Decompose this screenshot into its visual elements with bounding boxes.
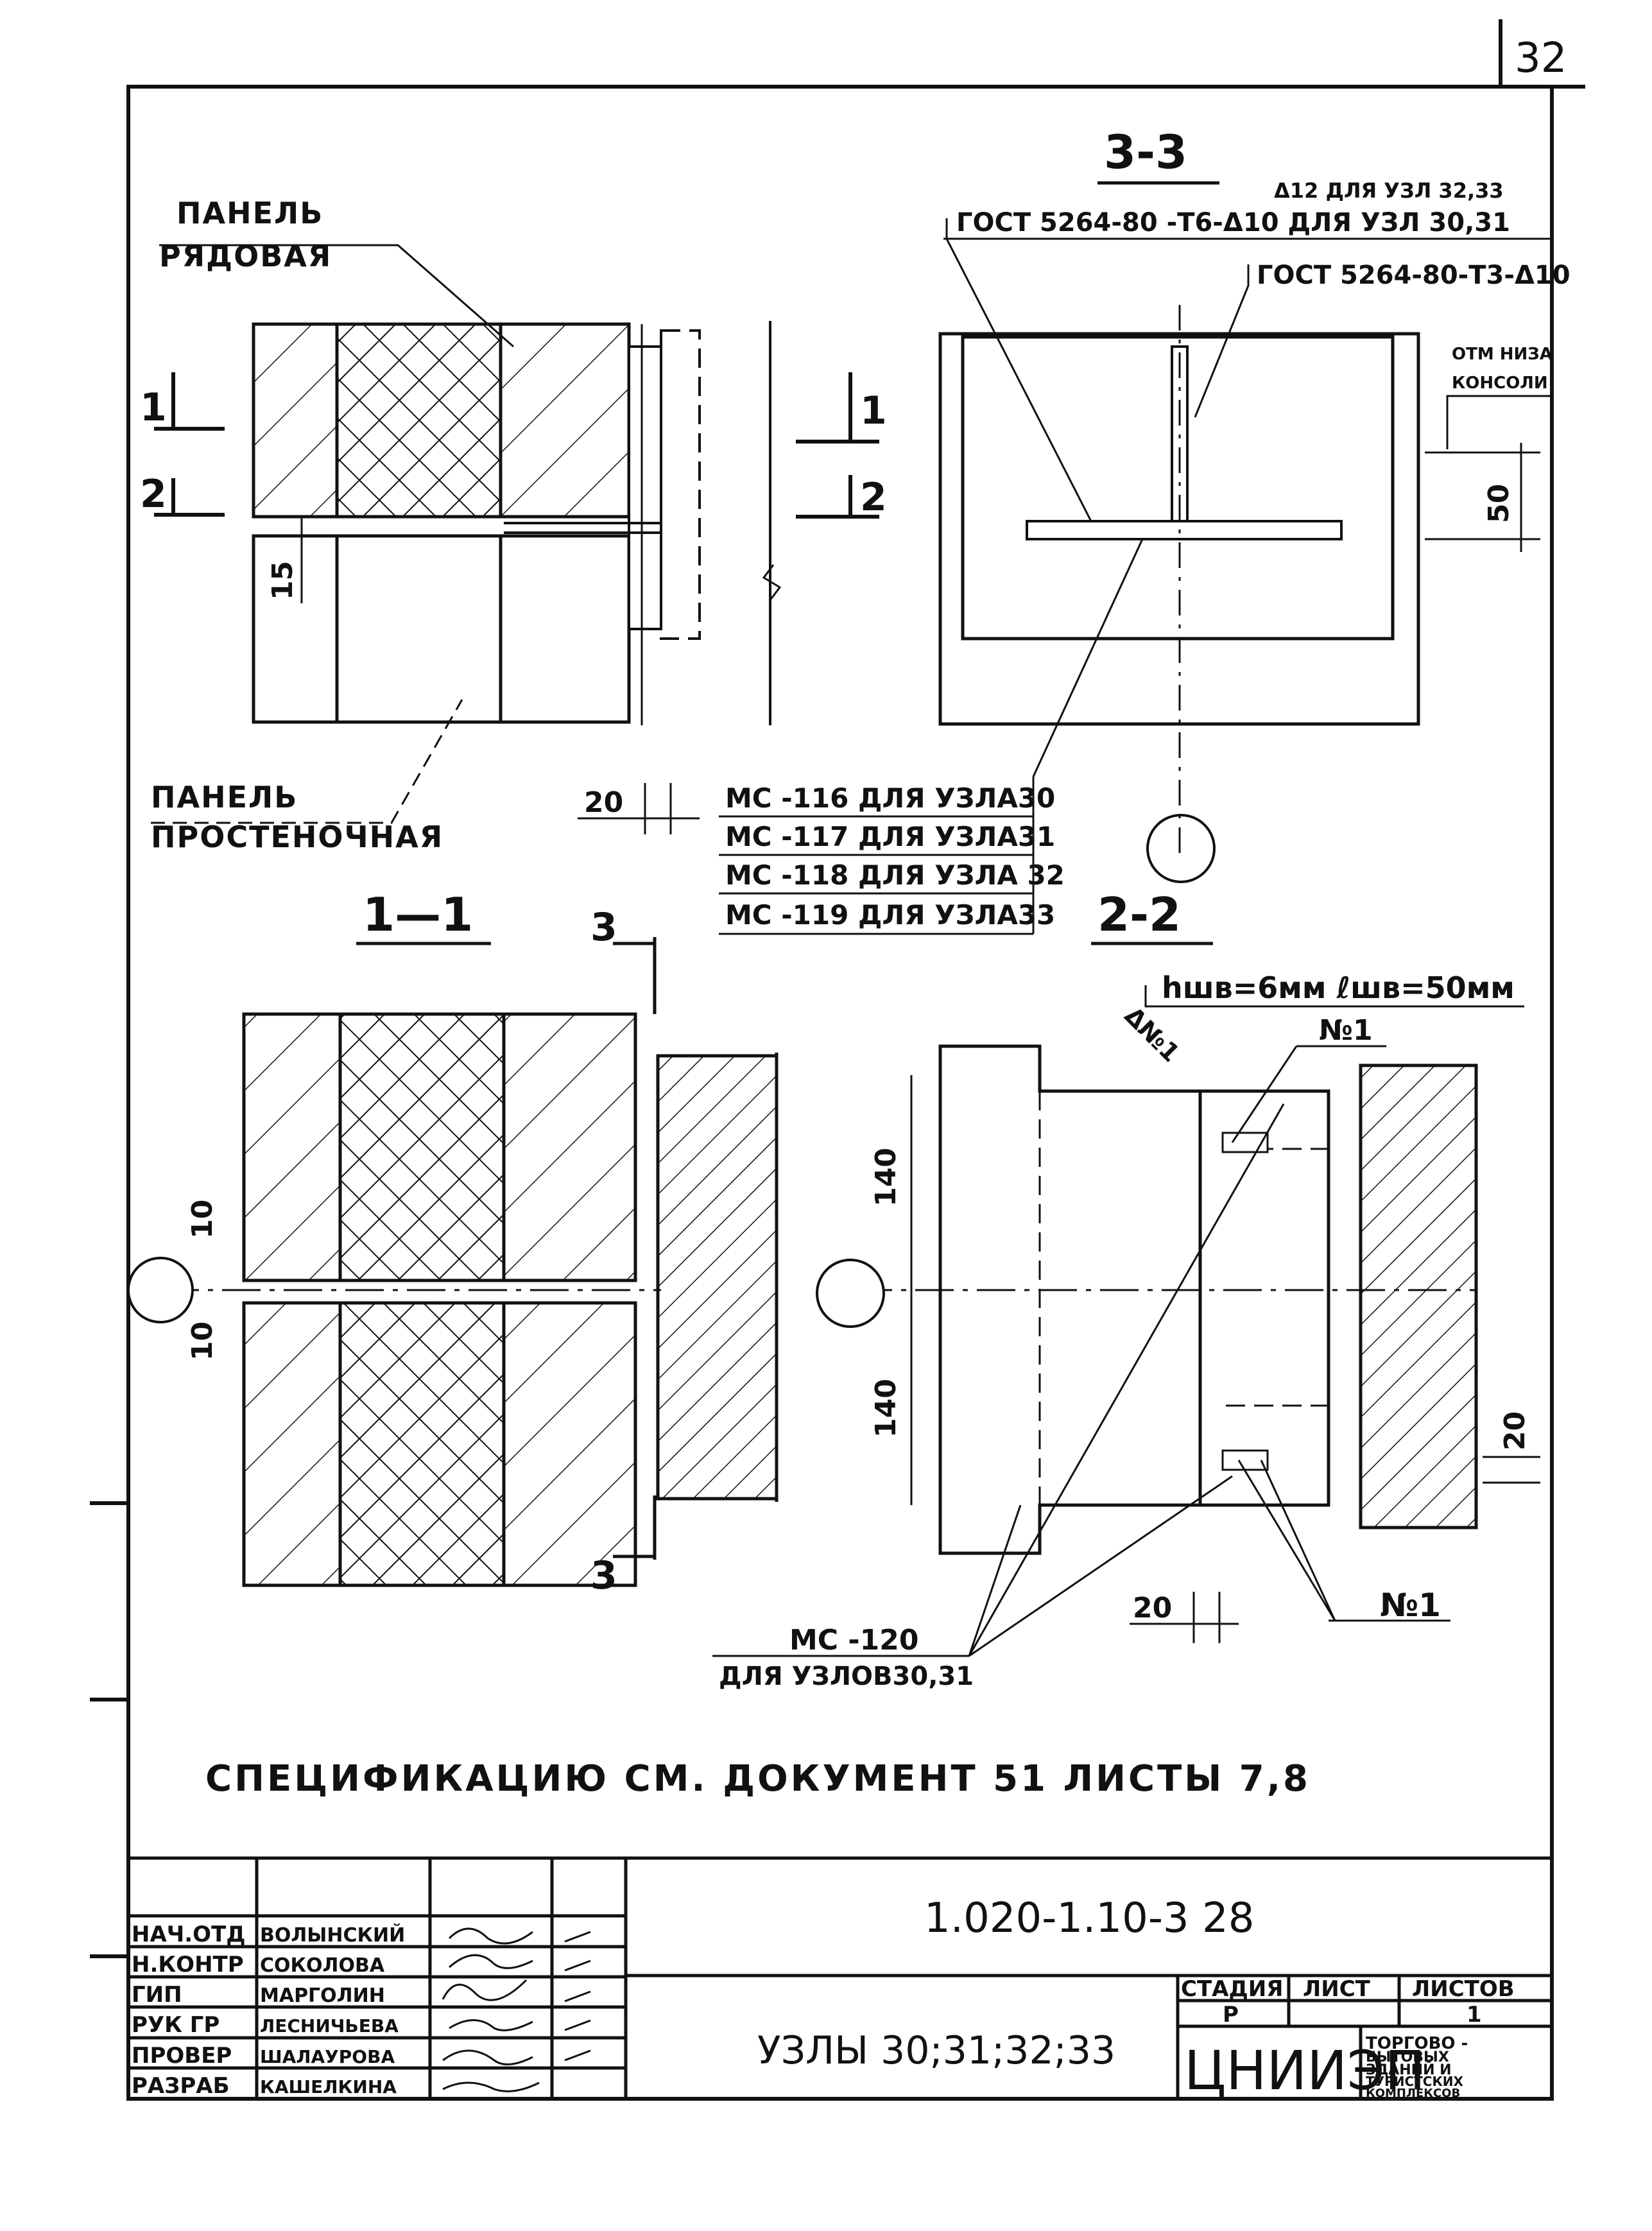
pier-panel <box>252 534 631 724</box>
row-panel-concrete-right <box>499 322 631 519</box>
tb-name-4: ШАЛАУРОВА <box>260 2046 395 2067</box>
dim-15: 15 <box>266 561 299 600</box>
dim-140-top: 140 <box>870 1148 902 1207</box>
title-block <box>128 1856 1552 2099</box>
tb-role-5: РАЗРАБ <box>132 2073 230 2099</box>
mc-item-116: МС -116 ДЛЯ УЗЛА30 <box>725 782 1055 814</box>
weld-ref: Δ№1 <box>1119 1001 1185 1067</box>
tb-role-2: ГИП <box>132 1982 182 2008</box>
mc-item-117: МС -117 ДЛЯ УЗЛА31 <box>725 821 1055 852</box>
dim-10-bottom: 10 <box>186 1322 219 1361</box>
tb-role-0: НАЧ.ОТД <box>132 1922 246 1947</box>
tb-name-2: МАРГОЛИН <box>260 1985 385 2007</box>
cut-marker-group-left <box>154 372 879 519</box>
console-note-2: КОНСОЛИ <box>1452 374 1548 393</box>
section-3-3-title: 3-3 <box>1104 125 1187 179</box>
tb-name-3: ЛЕСНИЧЬЕВА <box>260 2015 399 2037</box>
tb-role-1: Н.КОНТР <box>132 1952 244 1977</box>
label-panel-pier-1: ПАНЕЛЬ <box>151 780 298 814</box>
tb-org-desc-1: БЫТОВЫХ <box>1366 2049 1449 2065</box>
console-note-1: ОТМ НИЗА <box>1452 345 1553 364</box>
spec-note: СПЕЦИФИКАЦИЮ СМ. ДОКУМЕНТ 51 ЛИСТЫ 7,8 <box>205 1758 1311 1800</box>
section-2-2: 2-2 140 140 20 20 hшв=6мм ℓшв=50мм Δ№1 №… <box>712 888 1540 1691</box>
gost-line-3: ГОСТ 5264-80-Т3-Δ10 <box>1257 261 1570 290</box>
row-panel-concrete-left <box>252 322 339 519</box>
cut-marker-3-top: 3 <box>590 905 617 950</box>
tb-org-desc-3: ТУРИСТСКИХ <box>1366 2074 1464 2089</box>
mc120-line-2: ДЛЯ УЗЛОВ30,31 <box>719 1662 974 1691</box>
row-panel-insulation <box>335 322 503 519</box>
weld-mark-top: №1 <box>1319 1014 1373 1047</box>
tb-org-desc-2: ЗДАНИЙ И <box>1366 2062 1452 2078</box>
anchor-plate <box>1026 520 1343 540</box>
steel-bracket <box>660 329 701 640</box>
sheet-number: 32 <box>1515 35 1567 82</box>
tb-title: УЗЛЫ 30;31;32;33 <box>757 2028 1115 2073</box>
mc-item-118: МС -118 ДЛЯ УЗЛА 32 <box>725 859 1065 891</box>
tb-stage: Р <box>1223 2002 1239 2028</box>
signatures <box>442 1927 591 2092</box>
tb-name-0: ВОЛЫНСКИЙ <box>260 1924 405 1947</box>
tb-org-desc-0: ТОРГОВО - <box>1366 2034 1468 2053</box>
tb-role-3: РУК ГР <box>132 2012 219 2038</box>
console-plate <box>628 345 662 630</box>
mc-item-119: МС -119 ДЛЯ УЗЛА33 <box>725 899 1055 931</box>
tb-stage-header: СТАДИЯ <box>1181 1976 1283 2002</box>
tb-name-1: СОКОЛОВА <box>260 1954 385 1977</box>
node-marker-1-1 <box>127 1257 194 1323</box>
label-panel-row-2: РЯДОВАЯ <box>159 239 332 273</box>
dim-20-top: 20 <box>584 786 623 819</box>
mc-list: МС -116 ДЛЯ УЗЛА30 МС -117 ДЛЯ УЗЛА31 МС… <box>719 538 1144 935</box>
node-marker-2-2 <box>816 1259 885 1328</box>
dim-50: 50 <box>1483 484 1515 523</box>
mc120-line-1: МС -120 <box>789 1624 919 1657</box>
tb-role-4: ПРОВЕР <box>132 2043 232 2069</box>
elevation-detail: ПАНЕЛЬ РЯДОВАЯ ПАНЕЛЬ ПРОСТЕНОЧНАЯ 1 2 1… <box>140 196 887 854</box>
tb-org: ЦНИИЭП <box>1184 2039 1425 2102</box>
console-block <box>1198 1089 1330 1507</box>
tb-sheet-header: ЛИСТ <box>1303 1976 1371 2002</box>
tb-sheets-header: ЛИСТОВ <box>1412 1976 1515 2002</box>
tb-name-5: КАШЕЛКИНА <box>260 2076 397 2097</box>
gost-line-2: ГОСТ 5264-80 -Т6-Δ10 ДЛЯ УЗЛ 30,31 <box>956 208 1510 237</box>
cut-marker-2-left: 2 <box>140 472 167 517</box>
facade-panel <box>656 1054 779 1501</box>
section-3-3: 3-3 Δ12 ДЛЯ УЗЛ 32,33 ГОСТ 5264-80 -Т6-Δ… <box>719 125 1570 935</box>
dim-20-bottom: 20 <box>1133 1592 1172 1624</box>
weld-note: hшв=6мм ℓшв=50мм <box>1162 970 1515 1005</box>
cut-marker-3-bottom: 3 <box>590 1553 617 1598</box>
cut-marker-1-left: 1 <box>140 385 167 430</box>
section-1-1-title: 1—1 <box>363 888 473 942</box>
gost-line-1: Δ12 ДЛЯ УЗЛ 32,33 <box>1274 178 1504 203</box>
label-panel-row-1: ПАНЕЛЬ <box>176 196 323 230</box>
cut-marker-2-right: 2 <box>860 475 887 520</box>
wall-panel-2-2 <box>1359 1064 1478 1529</box>
section-2-2-title: 2-2 <box>1097 888 1181 942</box>
weld-mark-bottom: №1 <box>1380 1587 1441 1624</box>
tb-code: 1.020-1.10-3 28 <box>924 1895 1254 1942</box>
dim-140-bottom: 140 <box>870 1379 902 1438</box>
node-marker-3-3 <box>1146 814 1216 883</box>
sheet-frame <box>90 19 1585 2101</box>
tb-org-desc-4: КОМПЛЕКСОВ <box>1366 2087 1460 2100</box>
label-panel-pier-2: ПРОСТЕНОЧНАЯ <box>151 820 443 854</box>
console-body <box>961 335 1395 641</box>
section-1-1: 1—1 3 3 10 10 <box>127 888 779 1598</box>
dim-10-top: 10 <box>186 1200 219 1239</box>
tb-sheets: 1 <box>1467 2002 1482 2028</box>
cut-marker-1-right: 1 <box>860 388 887 433</box>
dim-20-right: 20 <box>1499 1411 1531 1451</box>
